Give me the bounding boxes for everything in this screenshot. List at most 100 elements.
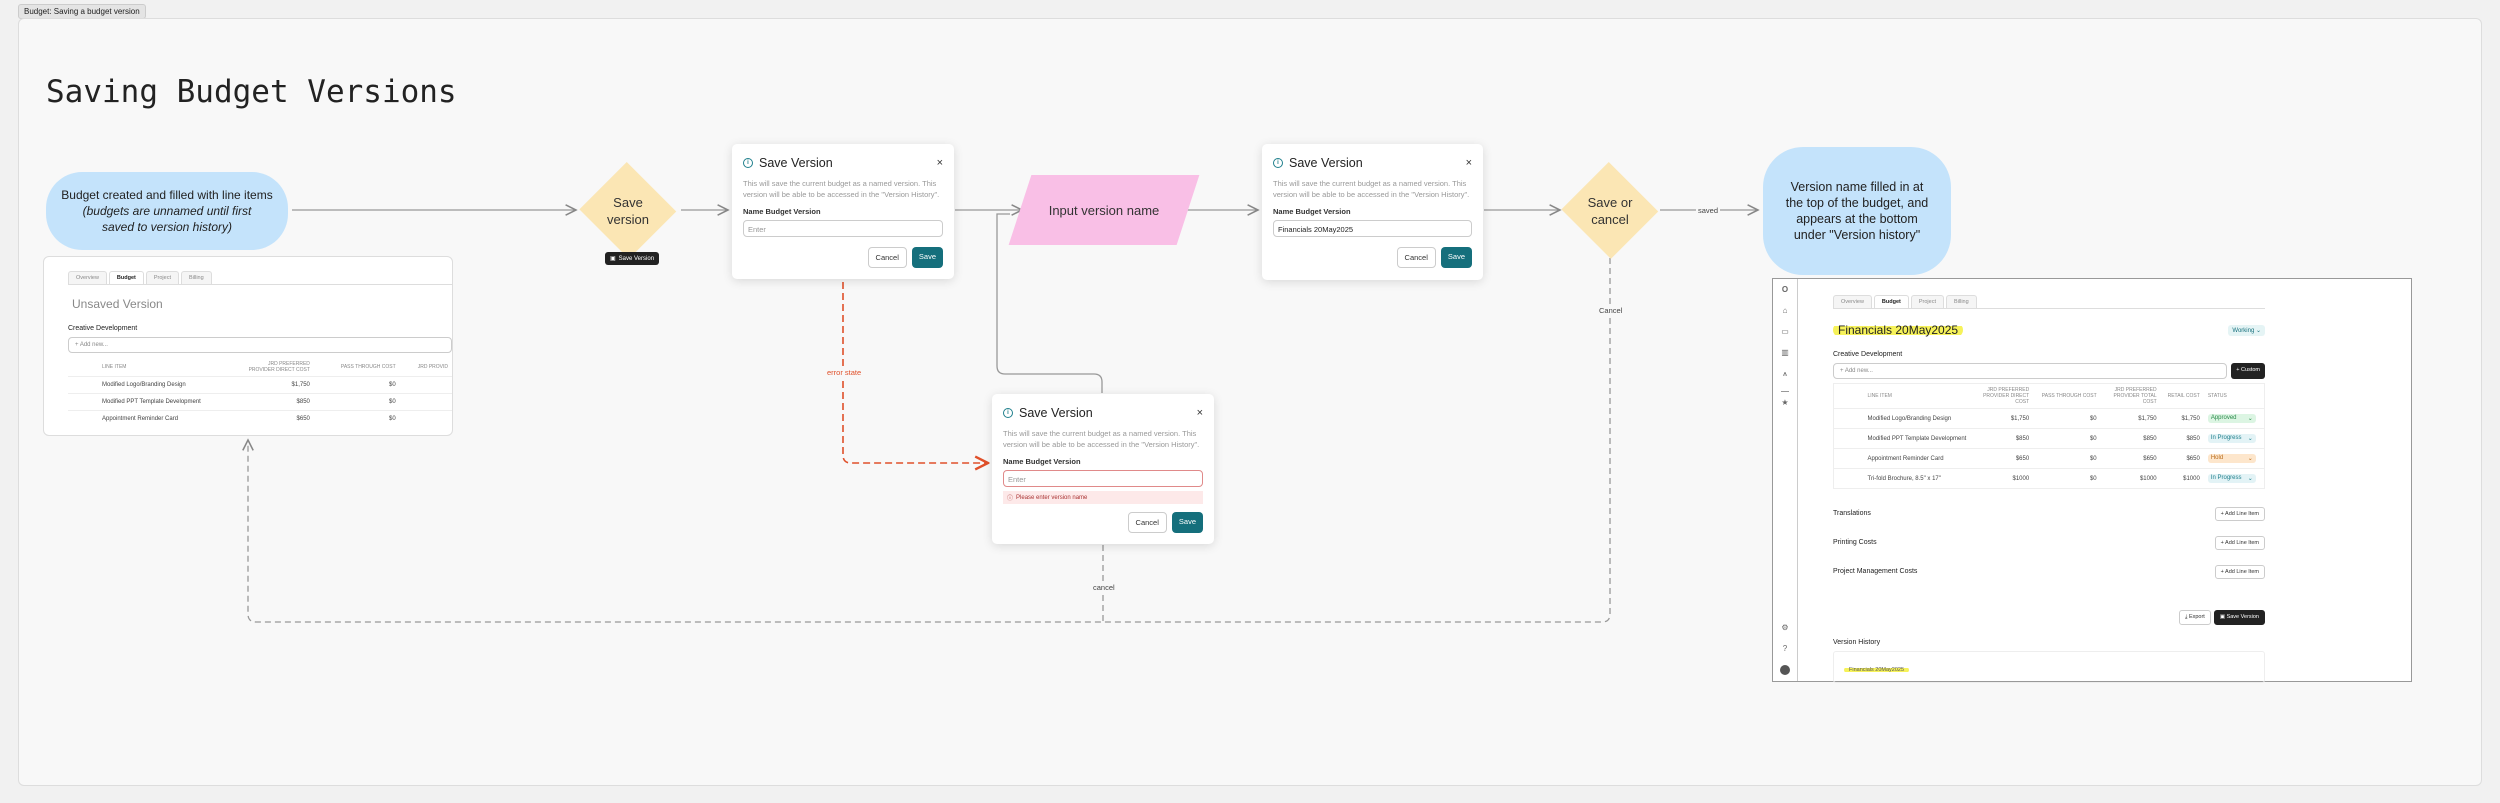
field-label: Name Budget Version [743,207,821,216]
cell: $1000 [2160,468,2204,489]
folder-icon[interactable]: ▭ [1781,327,1789,336]
col-header: PASS THROUGH COST [340,364,396,370]
error-text: Please enter version name [1016,494,1088,501]
status-dropdown[interactable]: In Progress⌄ [2207,474,2256,483]
col-header: JRD PROVID [417,364,448,370]
add-new-placeholder: Add new... [1844,368,1873,374]
close-icon[interactable]: × [1196,407,1203,419]
tab-project[interactable]: Project [1910,295,1944,308]
save-version-label: Save Version [618,255,655,262]
cancel-button[interactable]: Cancel [867,247,907,268]
close-icon[interactable]: × [936,157,943,169]
save-button[interactable]: Save [1171,512,1203,533]
star-icon[interactable]: ★ [1781,391,1789,407]
version-name-input[interactable]: Enter [1003,470,1203,487]
status-label: Hold [2210,455,2224,461]
cell: $650 [1978,448,2034,469]
field-label: Name Budget Version [1273,207,1351,216]
working-status-dropdown[interactable]: Working ⌄ [2228,324,2265,336]
status-dropdown[interactable]: Hold⌄ [2207,454,2256,463]
version-history-list: Financials 20May2025 [1833,651,2265,683]
budget-section: Printing Costs+ Add Line Item [1833,528,2265,557]
cell [1833,448,1864,469]
chevron-down-icon: ⌄ [2247,436,2253,442]
status-dropdown[interactable]: Approved⌄ [2207,414,2256,423]
tab-billing[interactable]: Billing [1946,295,1977,308]
tab-overview[interactable]: Overview [1833,295,1872,308]
add-line-item-button[interactable]: + Add Line Item [2214,506,2265,521]
cell: Modified PPT Template Development [98,393,244,411]
add-new-input[interactable]: + Add new... [68,337,452,353]
close-icon[interactable]: × [1465,157,1472,169]
line-item: Modified Logo/Branding Design [1863,408,1979,429]
cell: $0 [2033,448,2101,469]
export-button[interactable]: ⤓ Export [2178,610,2211,625]
status-cell: Approved⌄ [2203,408,2265,429]
dialog-description: This will save the current budget as a n… [1273,179,1470,199]
status-dropdown[interactable]: In Progress ⌄ [2207,434,2256,443]
budget-tabs: Overview Budget Project Billing [68,271,452,285]
start-node-note: (budgets are unnamed until first saved t… [82,204,252,234]
field-label: Name Budget Version [1003,457,1081,466]
save-version-button[interactable]: ▣ Save Version [2213,610,2265,625]
tab-billing[interactable]: Billing [181,271,212,284]
budget-content: Overview Budget Project Billing Financia… [1833,295,2265,683]
cell: $0 [313,376,400,394]
budget-section: Translations+ Add Line Item [1833,499,2265,528]
table-row[interactable]: Tri-fold Brochure, 8.5" x 17"$1000$0$100… [1833,468,2265,489]
status-cell: Hold⌄ [2203,448,2265,469]
avatar[interactable] [1780,665,1790,675]
col-header: JRD PREFERRED PROVIDER DIRECT COST [1983,387,2030,405]
input-node-label: Input version name [1048,202,1160,218]
edge-input-to-error-dialog [996,213,1103,393]
add-line-item-button[interactable]: + Add Line Item [2214,564,2265,579]
decision-label: Save or cancel [1587,194,1633,227]
version-history-item[interactable]: Financials 20May2025 [1844,667,1910,673]
help-icon[interactable]: ? [1782,644,1788,653]
cell [1833,428,1864,449]
save-icon: ▣ [610,256,616,262]
status-label: In Progress [2210,475,2242,481]
save-version-button-example[interactable]: ▣Save Version [605,252,660,265]
edge-label-saved: saved [1696,205,1721,216]
cancel-button[interactable]: Cancel [1396,247,1436,268]
home-icon[interactable]: ⌂ [1782,306,1788,315]
table-row[interactable]: Modified PPT Template Development$850$0 [68,393,452,411]
building-icon[interactable]: ▥ [1781,348,1789,357]
state-label: Working [2232,327,2255,334]
custom-button[interactable]: + Custom [2231,363,2265,379]
settings-icon[interactable]: ⚙ [1781,623,1789,632]
budget-tabs: Overview Budget Project Billing [1833,295,2265,309]
tab-overview[interactable]: Overview [68,271,107,284]
edge-label-cancel: Cancel [1597,305,1625,316]
input-version-name-node: Input version name [1020,175,1188,245]
cell: $1000 [1978,468,2034,489]
cancel-button[interactable]: Cancel [1127,512,1167,533]
add-new-input[interactable]: + Add new... [1833,363,2228,379]
export-label: Export [2188,614,2205,620]
add-line-item-button[interactable]: + Add Line Item [2214,535,2265,550]
bank-icon[interactable]: ⩚ [1782,369,1788,378]
tab-budget[interactable]: Budget [1873,295,1909,308]
cell [1833,408,1864,429]
save-button[interactable]: Save [1440,247,1472,268]
tab-project[interactable]: Project [145,271,179,284]
table-row[interactable]: Modified PPT Template Development$850$0$… [1833,428,2265,449]
cell: $850 [2160,428,2204,449]
cell: $1000 [2100,468,2161,489]
status-label: In Progress [2210,435,2242,441]
version-history-heading: Version History [1833,639,1881,646]
version-name-input[interactable]: Enter [743,220,943,237]
tab-budget[interactable]: Budget [108,271,144,284]
add-new-placeholder: Add new... [79,342,108,348]
save-button[interactable]: Save [911,247,943,268]
edge-label-cancel-lower: cancel [1091,582,1117,593]
table-row[interactable]: Modified Logo/Branding Design$1,750$0 [68,376,452,394]
cell: $650 [2100,448,2161,469]
table-row[interactable]: Appointment Reminder Card$650$0 [68,410,452,427]
table-row[interactable]: Modified Logo/Branding Design$1,750$0$1,… [1833,408,2265,429]
cell: $0 [2033,468,2101,489]
version-name-input[interactable]: Financials 20May2025 [1273,220,1472,237]
